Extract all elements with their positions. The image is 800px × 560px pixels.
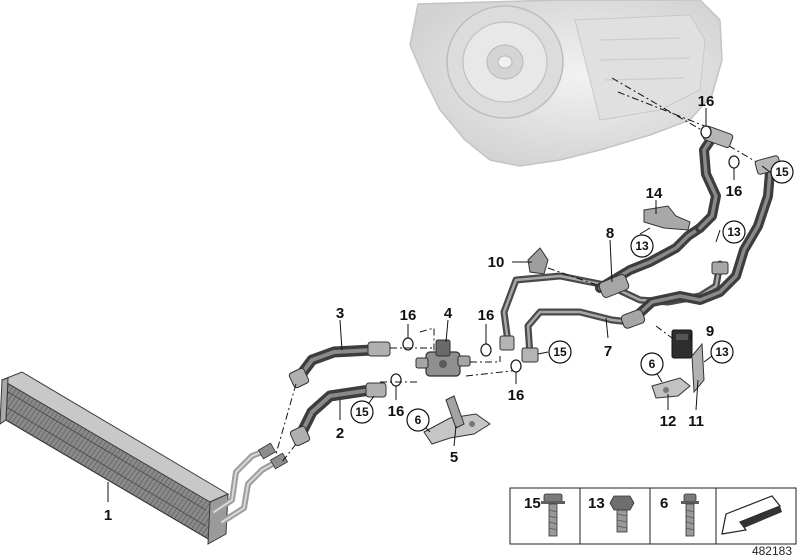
callout-label-15: 15 — [355, 405, 369, 419]
seal-ring-icon — [728, 155, 740, 169]
part-numbers: 1 2 3 4 5 7 8 9 10 11 12 14 16 16 16 16 … — [104, 93, 743, 524]
callout-circle — [406, 408, 430, 432]
flange-bolt-icon — [541, 493, 565, 537]
part-label-16: 16 — [400, 307, 417, 324]
part-label-14: 14 — [646, 185, 663, 202]
hose-3[interactable] — [288, 341, 391, 389]
seal-line — [419, 327, 435, 362]
callout-label-15: 15 — [553, 345, 567, 359]
part-label-11: 11 — [688, 413, 704, 430]
callout-circle — [722, 220, 746, 244]
oil-cooler[interactable] — [0, 371, 230, 545]
callout-circle — [630, 234, 654, 258]
hose2-cooler-line — [281, 443, 297, 463]
seal-ring-icon — [480, 343, 492, 357]
part-label-2: 2 — [336, 425, 344, 442]
legend-label-15: 15 — [524, 495, 541, 512]
callout-label-13: 13 — [715, 345, 729, 359]
fastener-legend: 15 13 6 — [509, 487, 797, 545]
hex-bolt-icon — [609, 495, 635, 533]
part-label-7: 7 — [604, 343, 612, 360]
part-label-9: 9 — [706, 323, 714, 340]
transmission-port-line-lower — [611, 77, 761, 165]
part-label-16: 16 — [388, 403, 405, 420]
hose3-cooler-line — [275, 383, 297, 455]
callout-circle — [548, 340, 572, 364]
seal-ring-icon — [700, 125, 712, 139]
bracket-12[interactable] — [651, 377, 691, 399]
seal-ring-icon — [510, 359, 522, 373]
bracket-14[interactable] — [643, 205, 691, 231]
callout-circle — [710, 340, 734, 364]
thermostat-valve-block[interactable] — [415, 339, 471, 377]
part-label-4: 4 — [444, 305, 453, 322]
hose-8[interactable] — [595, 125, 782, 330]
part-label-12: 12 — [660, 413, 677, 430]
circled-part-numbers: 15 15 15 13 13 13 6 6 — [350, 160, 794, 432]
part-label-16: 16 — [508, 387, 525, 404]
part-label-16: 16 — [698, 93, 715, 110]
part-label-16: 16 — [726, 183, 743, 200]
leader-lines — [107, 108, 771, 502]
pipe-7[interactable] — [499, 260, 724, 363]
legend-label-13: 13 — [588, 495, 605, 512]
transmission-housing — [409, 0, 723, 167]
transmission-port-line-upper — [617, 91, 721, 133]
hose-2[interactable] — [289, 382, 387, 447]
callout-circle — [640, 352, 664, 376]
document-id: 482183 — [752, 544, 792, 558]
callout-label-6: 6 — [649, 357, 656, 371]
legend-label-6: 6 — [660, 495, 668, 512]
valve-line — [470, 356, 501, 363]
part-label-3: 3 — [336, 305, 344, 322]
holder-9-line — [655, 325, 673, 339]
seal-ring-icon — [390, 373, 402, 387]
valve-line — [465, 369, 521, 377]
callout-label-13: 13 — [727, 225, 741, 239]
callout-label-6: 6 — [415, 413, 422, 427]
collar-screw-icon — [681, 493, 699, 537]
part-label-16: 16 — [478, 307, 495, 324]
bracket-5[interactable] — [423, 395, 491, 445]
bracket-11[interactable] — [691, 342, 705, 394]
callout-circle — [350, 400, 374, 424]
part-label-1: 1 — [104, 507, 112, 524]
cooler-pipes — [211, 442, 289, 525]
callout-label-15: 15 — [775, 165, 789, 179]
callout-label-13: 13 — [635, 239, 649, 253]
part-label-10: 10 — [488, 254, 505, 271]
direction-arrow-icon — [721, 495, 782, 535]
clamp-10[interactable] — [527, 247, 549, 275]
part-label-8: 8 — [606, 225, 614, 242]
callout-circle — [770, 160, 794, 184]
part-label-5: 5 — [450, 449, 458, 466]
holder-9[interactable] — [671, 329, 693, 359]
clamp-10-line — [547, 267, 601, 287]
